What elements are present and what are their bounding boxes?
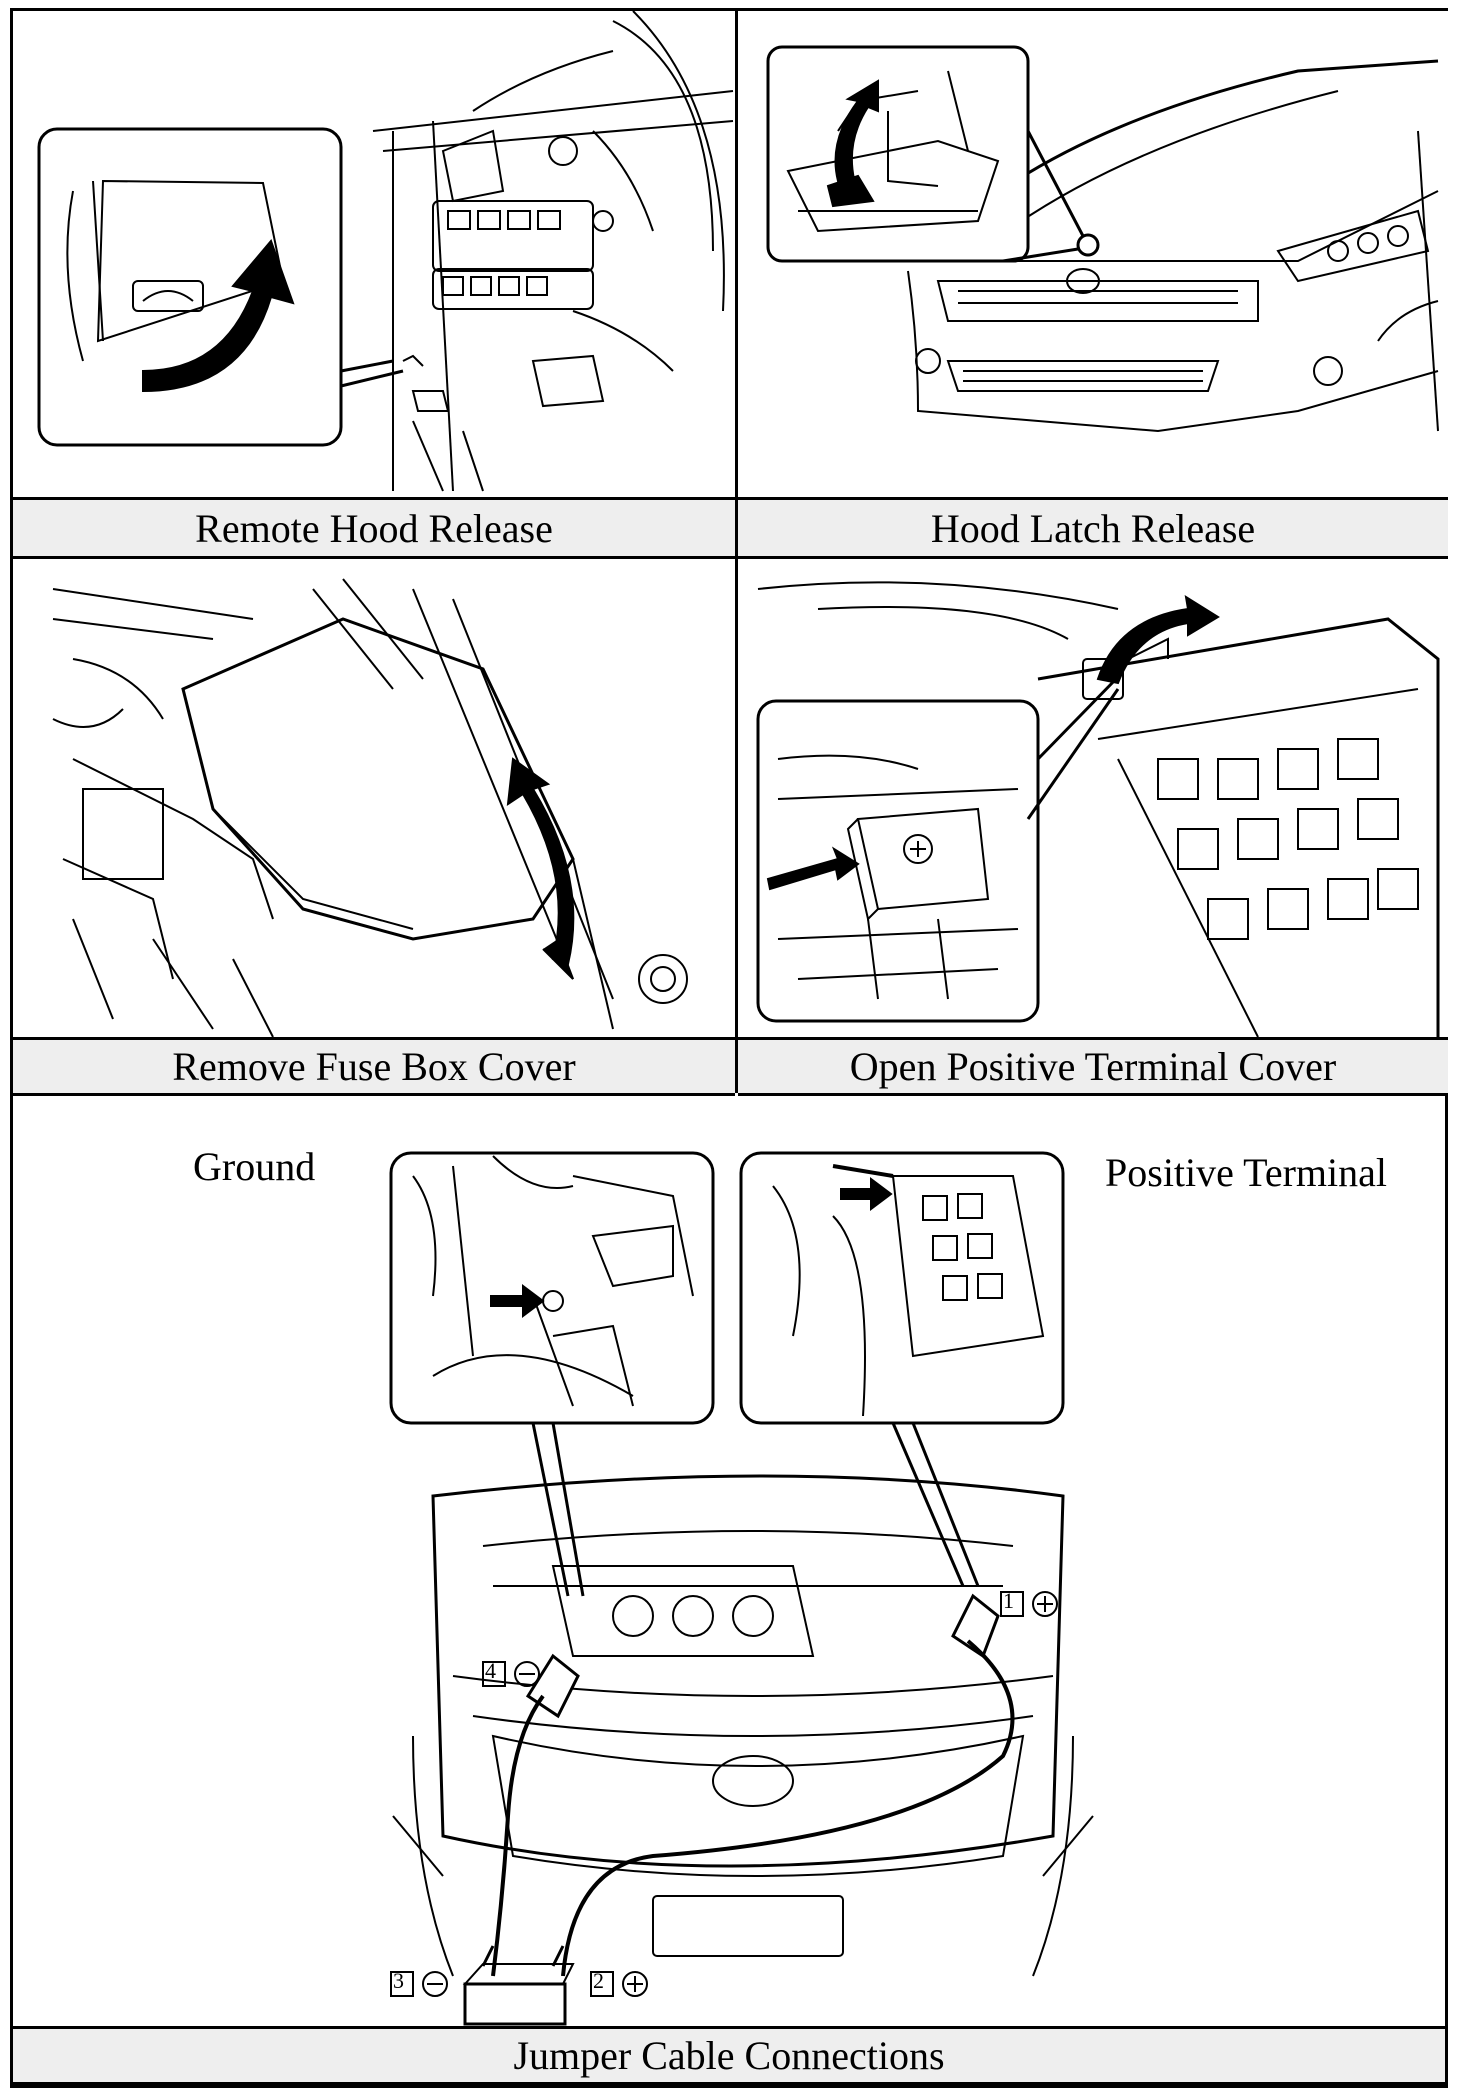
step-marker-1: 1 xyxy=(1003,1588,1014,1614)
instruction-sheet: Remote Hood Release Hood Latch Release xyxy=(10,8,1448,2088)
step-marker-3: 3 xyxy=(393,1968,404,1994)
jumper-cable-connections-illustration: Ground Positive Terminal 1 2 3 4 xyxy=(13,1096,1445,2026)
hood-latch-release-illustration xyxy=(738,11,1448,497)
ground-label: Ground xyxy=(193,1144,316,1189)
remote-hood-release-illustration xyxy=(13,11,735,497)
remove-fuse-box-cover-illustration xyxy=(13,559,735,1037)
caption-text: Remote Hood Release xyxy=(195,505,553,551)
caption-hood-latch-release: Hood Latch Release xyxy=(738,497,1448,559)
step-number: 3 xyxy=(393,1968,404,1993)
caption-remove-fuse-box-cover: Remove Fuse Box Cover xyxy=(13,1037,735,1096)
open-positive-terminal-cover-illustration xyxy=(738,559,1448,1037)
step-number: 2 xyxy=(593,1968,604,1993)
caption-text: Jumper Cable Connections xyxy=(513,2033,945,2078)
column-divider xyxy=(735,11,738,1093)
caption-open-positive-terminal-cover: Open Positive Terminal Cover xyxy=(738,1037,1448,1096)
caption-jumper-cable-connections: Jumper Cable Connections xyxy=(13,2026,1445,2085)
step-marker-4: 4 xyxy=(485,1658,496,1684)
caption-text: Open Positive Terminal Cover xyxy=(849,1044,1337,1089)
positive-terminal-label: Positive Terminal xyxy=(1105,1150,1387,1195)
caption-text: Remove Fuse Box Cover xyxy=(172,1044,576,1089)
step-number: 1 xyxy=(1003,1588,1014,1613)
step-number: 4 xyxy=(485,1658,496,1683)
step-marker-2: 2 xyxy=(593,1968,604,1994)
caption-text: Hood Latch Release xyxy=(930,505,1256,551)
caption-remote-hood-release: Remote Hood Release xyxy=(13,497,735,559)
